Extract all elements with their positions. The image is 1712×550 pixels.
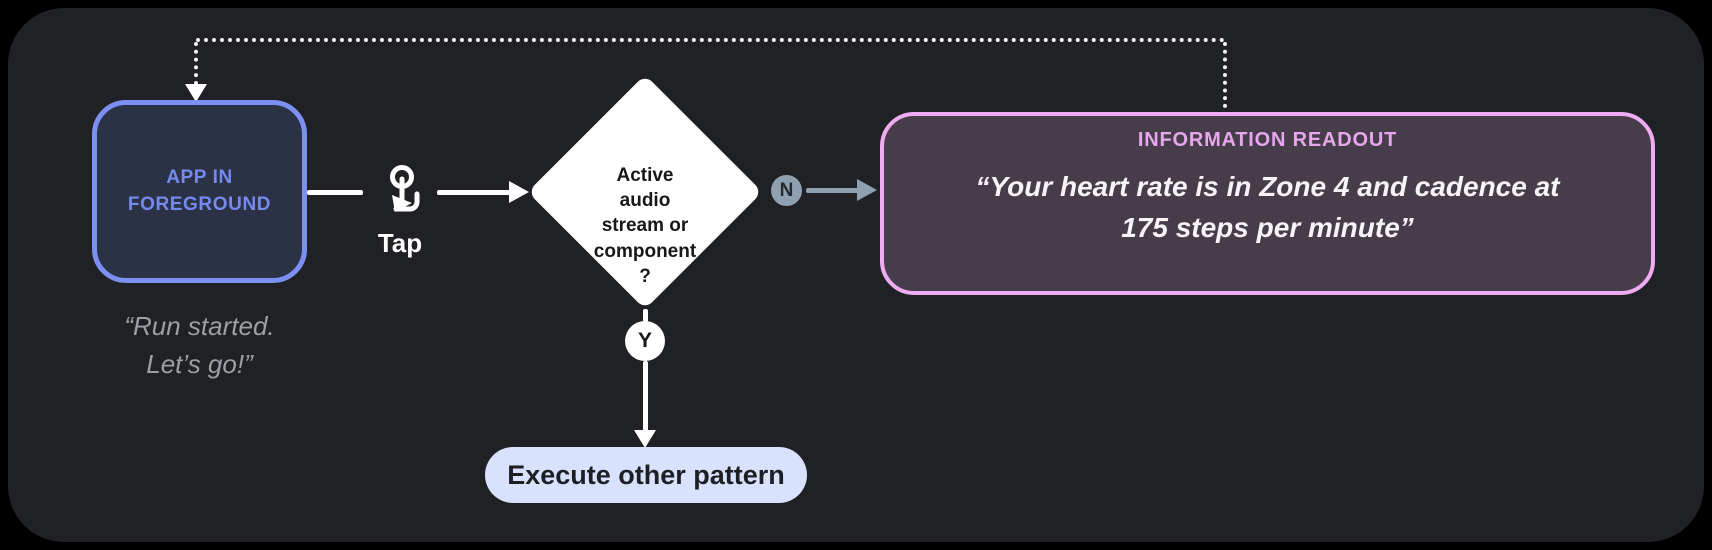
- readout-title: INFORMATION READOUT: [1137, 129, 1398, 151]
- connector-app-to-tap: [307, 190, 363, 195]
- tap-gesture-icon: [390, 165, 420, 212]
- feedback-line-top: [196, 38, 1225, 42]
- connector-tap-to-decision: [437, 190, 511, 195]
- feedback-line-left: [194, 42, 198, 85]
- branch-no-badge: N: [771, 175, 802, 206]
- connector-decision-to-yes: [643, 309, 648, 322]
- connector-yes-to-action: [643, 361, 648, 431]
- execute-pattern-node: Execute other pattern: [485, 447, 807, 503]
- decision-label: Active audio stream or component ?: [593, 165, 697, 287]
- feedback-arrow-down-icon: [185, 84, 207, 102]
- connector-no-to-readout: [806, 188, 859, 193]
- app-voice-caption: “Run started. Let’s go!”: [124, 311, 275, 379]
- action-arrow-down-icon: [634, 430, 656, 448]
- app-foreground-label: APP IN FOREGROUND: [127, 166, 272, 215]
- readout-arrow-right-icon: [857, 179, 877, 201]
- decision-arrow-right-icon: [509, 181, 529, 203]
- information-readout-node: INFORMATION READOUT “Your heart rate is …: [880, 112, 1655, 295]
- app-foreground-node: APP IN FOREGROUND: [92, 100, 307, 283]
- tap-label: Tap: [377, 228, 423, 258]
- branch-yes-badge: Y: [625, 321, 665, 361]
- readout-body: “Your heart rate is in Zone 4 and cadenc…: [975, 171, 1560, 244]
- feedback-line-right: [1223, 42, 1227, 108]
